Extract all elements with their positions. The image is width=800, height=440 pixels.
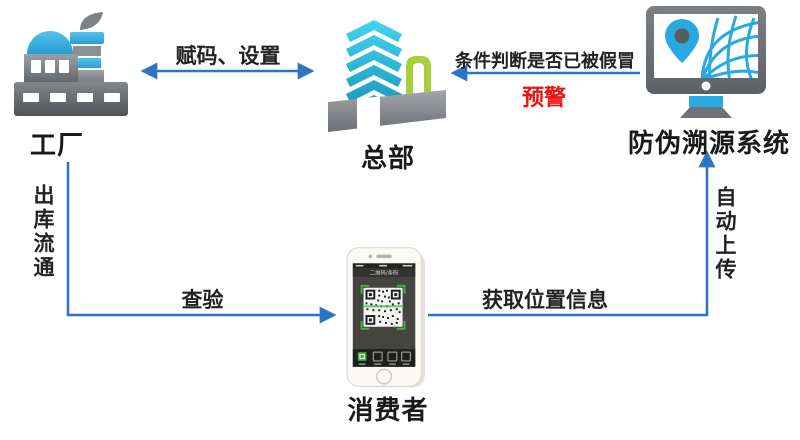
factory-windows: [31, 60, 69, 73]
phone-speaker: [376, 254, 392, 258]
check-label: 查验: [181, 288, 224, 312]
headquarters-label: 总部: [360, 144, 415, 174]
toolbar-icon-4: [401, 351, 411, 362]
get-location-label: 获取位置信息: [482, 288, 608, 312]
trace-system-label: 防伪溯源系统: [627, 129, 790, 159]
factory-dome: [27, 31, 73, 54]
consumer-label: 消费者: [347, 396, 429, 426]
chimney-band-gray: [73, 46, 101, 56]
trace-system-icon: [644, 6, 768, 120]
monitor-camera-dot: [701, 81, 711, 91]
monitor-neck: [689, 96, 723, 107]
hq-base: [328, 90, 446, 132]
factory-base-slots: [23, 93, 120, 102]
toolbar-icons: [357, 351, 411, 365]
warning-label: 预警: [521, 86, 566, 111]
leaf-icon: [80, 12, 103, 30]
consumer-phone-icon: 二维码/条码: [346, 246, 426, 390]
scan-frame: [360, 284, 406, 330]
factory-icon: [14, 12, 128, 118]
toolbar-icon-3: [387, 351, 398, 362]
map-pin-center: [674, 28, 690, 44]
phone-titlebar-text: 二维码/条码: [370, 269, 399, 277]
factory-label: 工厂: [30, 131, 85, 161]
statusbar-glyphs: [355, 264, 413, 267]
hq-doorway: [357, 96, 380, 129]
home-button: [376, 368, 393, 385]
monitor-base: [680, 107, 732, 118]
toolbar-icon-2: [372, 351, 383, 362]
phone-front-camera: [368, 254, 373, 259]
chimney-band-blue: [73, 58, 101, 68]
auto-upload-label: 自动上传: [713, 186, 737, 282]
outbound-circulation-label: 出库流通: [31, 184, 55, 280]
factory-base: [14, 82, 128, 116]
globe-icon: [700, 15, 758, 78]
phone-toolbar: [352, 349, 416, 367]
headquarters-icon: [328, 20, 448, 138]
chimney-cap: [70, 32, 104, 44]
phone-titlebar: [352, 268, 416, 278]
edge-system-hq-label: 条件判断是否已被假冒: [455, 51, 635, 72]
scan-tab-icon: [357, 352, 367, 361]
scan-line: [362, 305, 404, 308]
edge-hq-factory-label: 赋码、设置: [175, 44, 281, 68]
